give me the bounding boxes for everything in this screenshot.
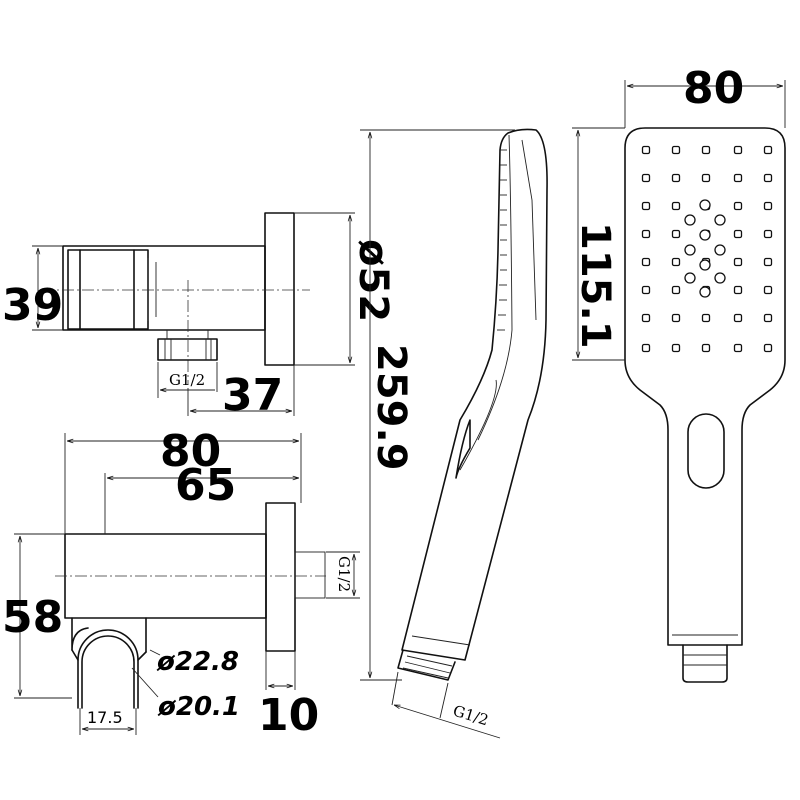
spray-nozzle-square: [701, 313, 711, 323]
spray-nozzle-round: [699, 259, 711, 271]
spray-nozzle-square: [671, 201, 681, 211]
spray-nozzle-square: [671, 229, 681, 239]
dim-g12-front: G1/2: [169, 371, 205, 389]
spray-nozzle-square: [733, 145, 743, 155]
spray-nozzle-square: [733, 229, 743, 239]
grip-window-front: [687, 413, 725, 489]
spray-nozzle-square: [733, 257, 743, 267]
spray-nozzle-grid: [641, 145, 773, 353]
holder-body: [62, 245, 266, 331]
spray-nozzle-square: [763, 285, 773, 295]
spray-nozzle-round: [684, 244, 696, 256]
spray-nozzle-square: [671, 285, 681, 295]
dim-58: 58: [2, 592, 63, 643]
dim-d52: ø52: [350, 239, 396, 322]
spray-nozzle-round: [714, 244, 726, 256]
dim-80-top: 80: [160, 426, 221, 477]
spray-nozzle-square: [641, 173, 651, 183]
spray-nozzle-square: [641, 145, 651, 155]
dim-10: 10: [258, 690, 319, 741]
spray-nozzle-square: [733, 343, 743, 353]
handset-body-side: [401, 128, 548, 661]
dim-80-handset: 80: [683, 63, 744, 114]
holder-front-view: 39 ø52 G1/2 37: [2, 212, 396, 421]
cradle-arm-left: [71, 617, 89, 651]
spray-nozzle-round: [699, 286, 711, 298]
dim-65: 65: [175, 460, 236, 511]
handset-thread-side: [397, 649, 456, 681]
dim-37: 37: [222, 370, 283, 421]
spray-nozzle-square: [733, 313, 743, 323]
handset-thread-front: [682, 644, 728, 683]
thread-connector: [157, 338, 218, 361]
spray-nozzle-square: [671, 313, 681, 323]
spray-nozzle-round: [684, 214, 696, 226]
spray-nozzle-square: [641, 285, 651, 295]
spray-nozzle-square: [641, 313, 651, 323]
spray-nozzle-square: [701, 343, 711, 353]
handset-front-view: 80 115.1: [572, 63, 786, 683]
dim-115-1: 115.1: [572, 222, 618, 349]
spray-nozzle-square: [763, 313, 773, 323]
cradle-ring: [77, 629, 139, 709]
spray-nozzle-square: [641, 201, 651, 211]
spray-nozzle-square: [641, 257, 651, 267]
spray-nozzle-round: [684, 272, 696, 284]
grip-window: [455, 419, 471, 479]
spray-nozzle-round: [699, 199, 711, 211]
spray-nozzle-square: [763, 229, 773, 239]
spray-nozzle-square: [763, 145, 773, 155]
spray-nozzle-square: [733, 201, 743, 211]
spray-nozzle-square: [701, 145, 711, 155]
dim-39: 39: [2, 280, 63, 331]
handset-side-view: 259.9 G1/2: [360, 128, 548, 739]
spray-nozzle-square: [641, 229, 651, 239]
spray-nozzle-round: [714, 272, 726, 284]
spray-nozzle-square: [763, 201, 773, 211]
dim-g12-handset: G1/2: [451, 702, 491, 730]
holder-top-view: 80 65 58 ø22.8 ø20.1 17.5 10 G1/2: [2, 426, 360, 741]
dim-17-5: 17.5: [87, 708, 123, 727]
wall-flange-top: [265, 502, 296, 652]
spray-nozzle-square: [671, 343, 681, 353]
spray-nozzle-square: [763, 173, 773, 183]
spray-nozzle-square: [671, 257, 681, 267]
spray-face-ticks: [497, 149, 507, 331]
spray-nozzle-square: [671, 145, 681, 155]
dim-259-9: 259.9: [368, 344, 414, 471]
dim-d22-8: ø22.8: [156, 647, 239, 677]
spray-nozzle-square: [763, 257, 773, 267]
spray-nozzle-square: [671, 173, 681, 183]
spray-nozzle-square: [763, 343, 773, 353]
spray-nozzle-square: [641, 343, 651, 353]
dim-d20-1: ø20.1: [157, 692, 240, 722]
dim-g12-top: G1/2: [335, 556, 353, 592]
wall-flange: [264, 212, 295, 366]
spray-nozzle-round: [714, 214, 726, 226]
spray-nozzle-round: [699, 229, 711, 241]
spray-nozzle-square: [701, 173, 711, 183]
spray-nozzle-square: [733, 285, 743, 295]
spray-nozzle-square: [733, 173, 743, 183]
